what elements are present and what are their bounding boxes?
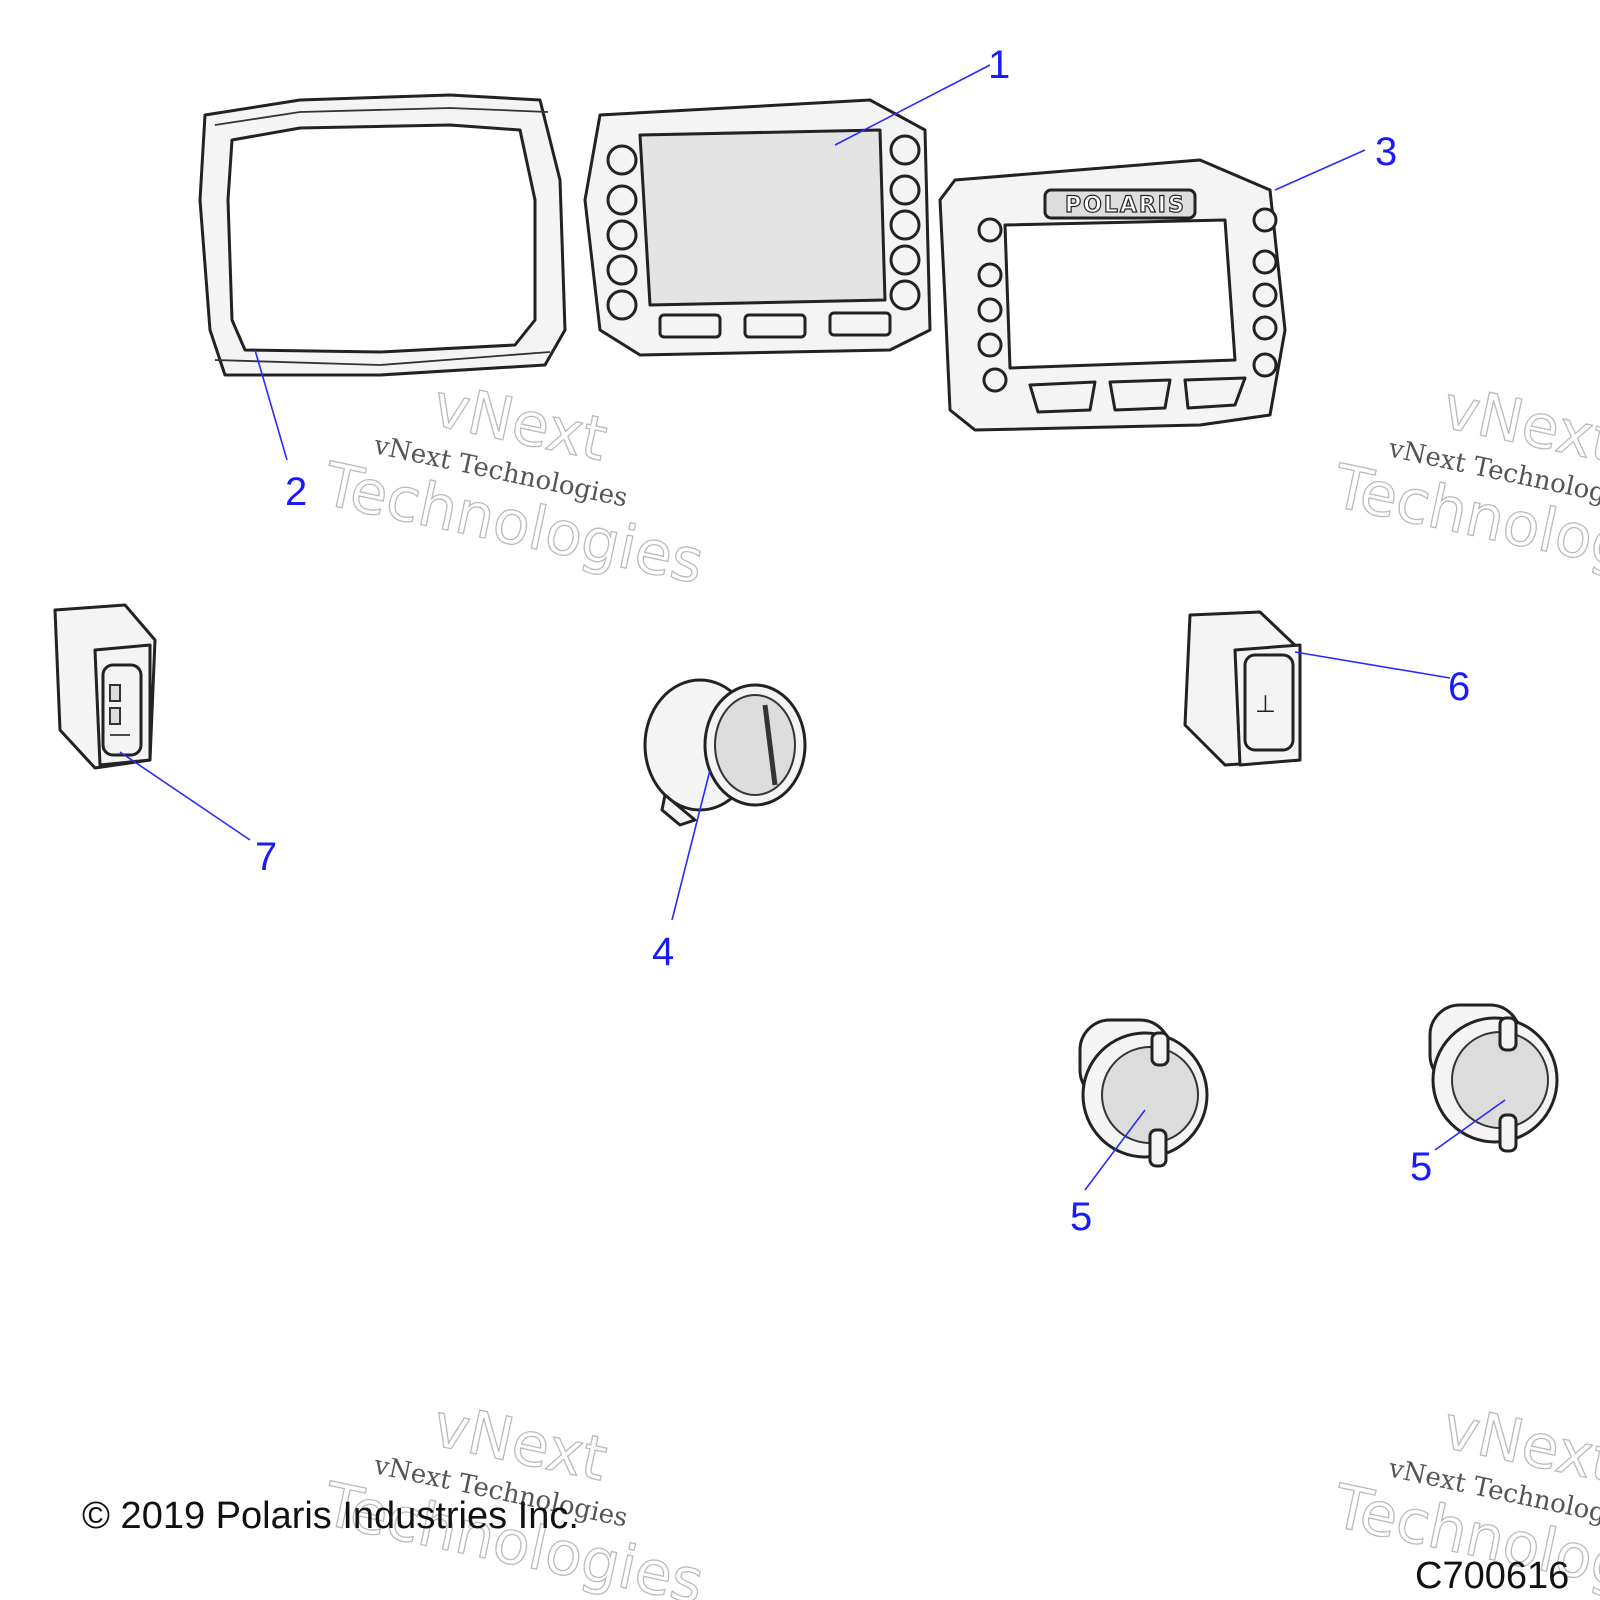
- brand-logo: POLARIS: [1065, 193, 1186, 218]
- leader-5b: [1434, 1099, 1506, 1151]
- part-7-rocker-switch: [53, 603, 157, 770]
- leader-5a: [1084, 1109, 1146, 1191]
- callout-6: 6: [1448, 665, 1470, 709]
- copyright-text: © 2019 Polaris Industries Inc.: [82, 1495, 579, 1537]
- leader-7: [119, 751, 251, 841]
- callout-2: 2: [285, 470, 307, 514]
- part-2-bezel-frame: [198, 93, 567, 377]
- callout-5a: 5: [1070, 1195, 1092, 1239]
- part-5-outlet-left: [1078, 1018, 1209, 1168]
- diagram-code: C700616: [1415, 1555, 1569, 1597]
- watermark-2: vNext Technologies vNext Technologies: [1326, 372, 1600, 601]
- part-5-outlet-right: [1428, 1003, 1559, 1153]
- part-1-display-gauge: [583, 98, 932, 357]
- callout-5b: 5: [1410, 1145, 1432, 1189]
- part-4-knob: [643, 678, 807, 827]
- leader-3: [1274, 149, 1366, 191]
- callout-3: 3: [1375, 130, 1397, 174]
- watermark-1: vNext Technologies vNext Technologies: [316, 370, 710, 599]
- switch-6-symbol-icon: ⊥: [1255, 690, 1276, 718]
- leader-4: [671, 769, 711, 921]
- callout-1: 1: [988, 43, 1010, 87]
- part-3-gauge-housing: POLARIS: [938, 158, 1287, 432]
- leader-1: [834, 64, 991, 146]
- part-6-rocker-switch: ⊥: [1183, 610, 1302, 767]
- callout-4: 4: [652, 930, 674, 974]
- leader-2: [254, 349, 288, 461]
- watermark-3: vNext Technologies vNext Technologies: [316, 1390, 710, 1600]
- callout-7: 7: [255, 835, 277, 879]
- leader-6: [1294, 651, 1451, 679]
